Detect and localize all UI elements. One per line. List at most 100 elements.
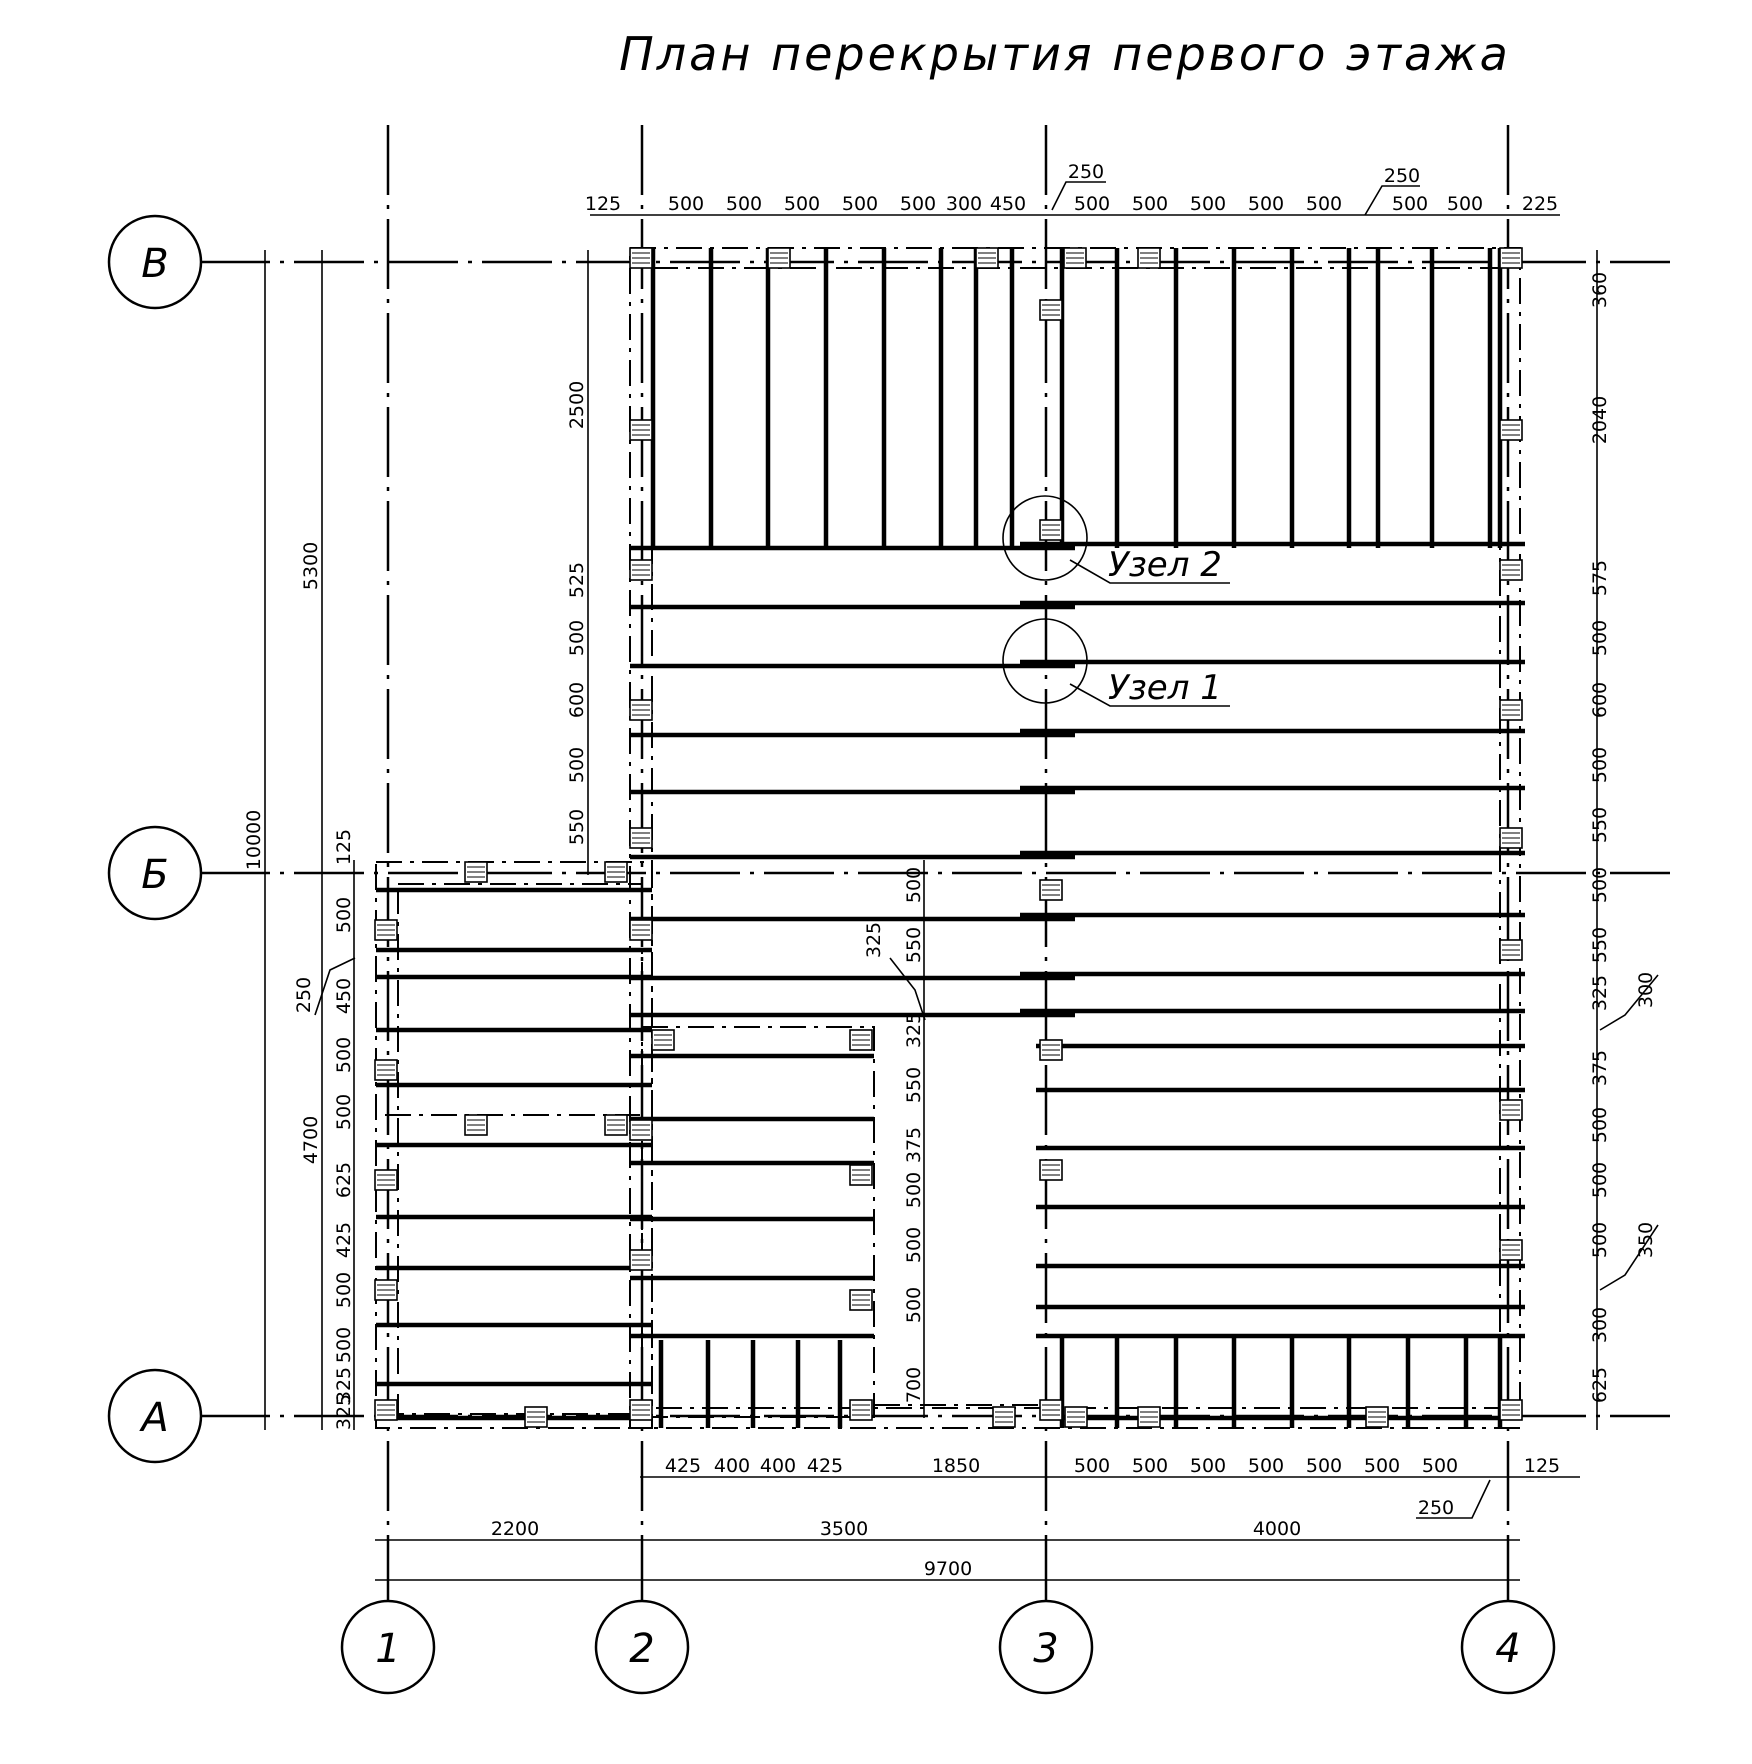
dim-middle: 500 bbox=[903, 1287, 925, 1323]
dim-left-lower: 325 bbox=[333, 1394, 355, 1430]
middle-block-wall bbox=[641, 1026, 875, 1418]
axis-label-1: 1 bbox=[375, 1626, 400, 1672]
dim-right: 575 bbox=[1589, 560, 1611, 596]
dim-right: 500 bbox=[1589, 867, 1611, 903]
dim-bottom: 1850 bbox=[932, 1455, 980, 1477]
axis-bubble-V bbox=[107, 214, 203, 310]
node-1-leader bbox=[1069, 683, 1230, 707]
axis-label-B: Б bbox=[141, 852, 168, 898]
dim-left-upper: 500 bbox=[566, 620, 588, 656]
dim-right: 500 bbox=[1589, 747, 1611, 783]
dim-middle: 550 bbox=[903, 927, 925, 963]
dim-top: 225 bbox=[1522, 193, 1558, 215]
dim-bottom: 425 bbox=[665, 1455, 701, 1477]
dim-right: 375 bbox=[1589, 1050, 1611, 1086]
dim-right: 500 bbox=[1589, 1222, 1611, 1258]
dim-bottom: 400 bbox=[714, 1455, 750, 1477]
dim-left-lower: 500 bbox=[333, 1037, 355, 1073]
dim-bottom: 500 bbox=[1364, 1455, 1400, 1477]
dim-top: 500 bbox=[1248, 193, 1284, 215]
axis-bubble-3 bbox=[998, 1599, 1094, 1695]
axis-bubble-B bbox=[107, 825, 203, 921]
dim-right: 500 bbox=[1589, 1107, 1611, 1143]
dim-right: 550 bbox=[1589, 927, 1611, 963]
node-1-circle bbox=[1002, 618, 1088, 704]
dim-middle: 325 bbox=[863, 922, 885, 958]
axis-label-2: 2 bbox=[629, 1626, 654, 1672]
dim-right: 300 bbox=[1589, 1307, 1611, 1343]
dim-top-callout: 250 bbox=[1068, 161, 1104, 183]
dim-left-lower: 325 bbox=[333, 1367, 355, 1403]
dim-top-callout-leader bbox=[1051, 181, 1106, 211]
dimension-texts: 125 500 500 500 500 500 300 450 500 500 … bbox=[243, 161, 1659, 1580]
dim-top: 500 bbox=[1447, 193, 1483, 215]
dim-left-total: 5300 bbox=[300, 542, 322, 590]
dim-middle: 500 bbox=[903, 1172, 925, 1208]
dim-total: 9700 bbox=[924, 1558, 972, 1580]
dim-top: 500 bbox=[1132, 193, 1168, 215]
dim-right: 500 bbox=[1589, 620, 1611, 656]
axis-bubbles: В Б А 1 2 3 4 bbox=[107, 214, 1556, 1695]
dim-top: 500 bbox=[726, 193, 762, 215]
left-block-inner bbox=[397, 883, 643, 1415]
axis-label-V: В bbox=[141, 241, 168, 287]
dim-left-lower: 450 bbox=[333, 978, 355, 1014]
dim-right: 360 bbox=[1589, 272, 1611, 308]
dim-right: 550 bbox=[1589, 807, 1611, 843]
dim-left-lower: 625 bbox=[333, 1162, 355, 1198]
dim-middle: 550 bbox=[903, 1067, 925, 1103]
node-callouts: Узел 2 Узел 1 bbox=[1002, 495, 1230, 708]
dim-right: 500 bbox=[1589, 1162, 1611, 1198]
dim-top: 500 bbox=[1392, 193, 1428, 215]
dim-top: 125 bbox=[585, 193, 621, 215]
dim-left-lower: 500 bbox=[333, 897, 355, 933]
dim-top: 500 bbox=[842, 193, 878, 215]
joists bbox=[376, 248, 1525, 1428]
dim-top-callout: 250 bbox=[1384, 165, 1420, 187]
upper-block-wall bbox=[629, 247, 1521, 1429]
dim-top: 500 bbox=[1190, 193, 1226, 215]
dim-left-upper: 600 bbox=[566, 682, 588, 718]
dim-left-upper: 500 bbox=[566, 747, 588, 783]
node-2-label: Узел 2 bbox=[1108, 545, 1222, 585]
dim-bottom: 125 bbox=[1524, 1455, 1560, 1477]
dim-middle: 500 bbox=[903, 867, 925, 903]
dim-bottom: 500 bbox=[1190, 1455, 1226, 1477]
dim-bottom: 425 bbox=[807, 1455, 843, 1477]
dim-right-callout-leader bbox=[1599, 1224, 1659, 1291]
dim-right: 600 bbox=[1589, 682, 1611, 718]
dim-span: 4000 bbox=[1253, 1518, 1301, 1540]
axis-bubble-2 bbox=[594, 1599, 690, 1695]
node-2-leader bbox=[1069, 559, 1230, 584]
dim-span: 2200 bbox=[491, 1518, 539, 1540]
dim-left-lower: 500 bbox=[333, 1094, 355, 1130]
dim-bottom: 500 bbox=[1306, 1455, 1342, 1477]
dim-top-callout-leader bbox=[1364, 185, 1420, 216]
dim-right: 2040 bbox=[1589, 396, 1611, 444]
dim-bottom: 500 bbox=[1132, 1455, 1168, 1477]
dim-left-lower: 500 bbox=[333, 1327, 355, 1363]
dim-left-upper: 525 bbox=[566, 562, 588, 598]
node-2-circle bbox=[1002, 495, 1088, 581]
dim-middle: 325 bbox=[903, 1012, 925, 1048]
grid-axes bbox=[200, 125, 1670, 1615]
axis-bubble-A bbox=[107, 1368, 203, 1464]
dim-bottom: 500 bbox=[1248, 1455, 1284, 1477]
dim-left-lower: 425 bbox=[333, 1222, 355, 1258]
axis-label-4: 4 bbox=[1495, 1626, 1520, 1672]
dim-middle: 375 bbox=[903, 1127, 925, 1163]
axis-bubble-1 bbox=[340, 1599, 436, 1695]
dim-left-total: 10000 bbox=[243, 810, 265, 870]
dim-top: 500 bbox=[1306, 193, 1342, 215]
dim-left-callout-leader bbox=[314, 957, 356, 1016]
node-1-label: Узел 1 bbox=[1108, 668, 1222, 708]
dim-top: 300 bbox=[946, 193, 982, 215]
dim-middle-callout-leader bbox=[889, 957, 926, 1021]
axis-label-3: 3 bbox=[1033, 1626, 1058, 1672]
dim-left-upper: 550 bbox=[566, 809, 588, 845]
axis-bubble-4 bbox=[1460, 1599, 1556, 1695]
dim-left-upper: 2500 bbox=[566, 381, 588, 429]
dim-top: 500 bbox=[1074, 193, 1110, 215]
upper-block-inner bbox=[651, 267, 1501, 1409]
